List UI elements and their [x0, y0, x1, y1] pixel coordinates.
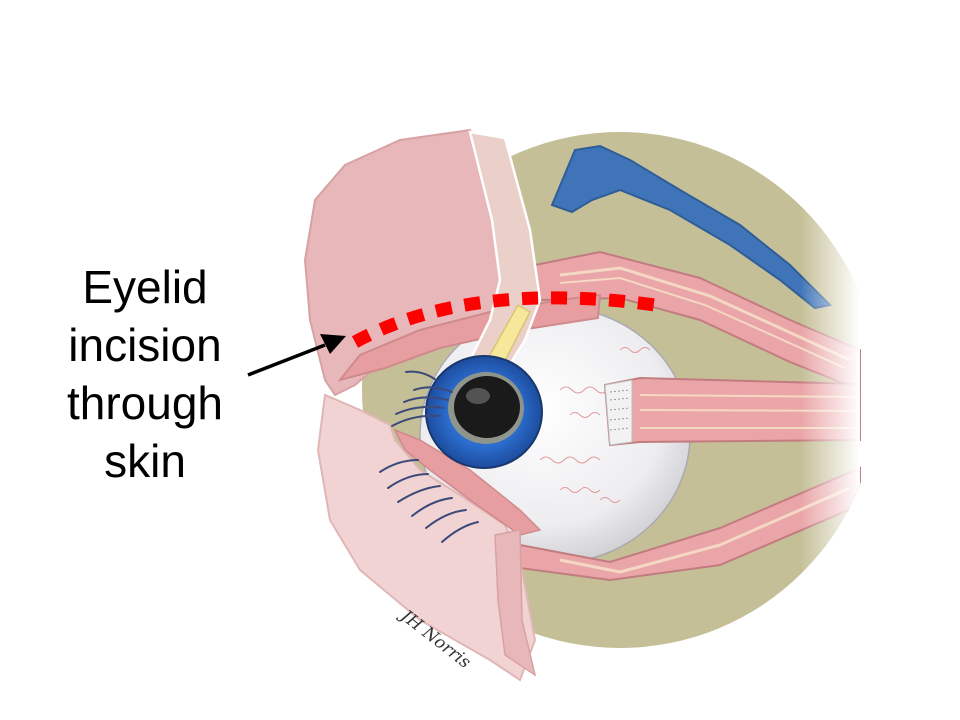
arrow-icon — [247, 334, 346, 377]
iris — [425, 355, 543, 469]
fat-pad — [550, 144, 833, 310]
label-line-3: through — [66, 377, 223, 429]
lower-eyelid-skin — [316, 393, 537, 682]
tendon — [604, 379, 633, 446]
incision-line — [351, 291, 656, 348]
label-line-4: skin — [104, 435, 186, 487]
pupil — [454, 376, 520, 438]
label-line-2: incision — [68, 319, 222, 371]
lower-lashes — [379, 459, 479, 543]
upper-lashes — [391, 370, 453, 427]
lower-lid-flap — [494, 529, 537, 677]
vessels — [539, 347, 651, 503]
incision-label: Eyelid incision through skin — [40, 258, 250, 490]
label-line-1: Eyelid — [82, 261, 208, 313]
